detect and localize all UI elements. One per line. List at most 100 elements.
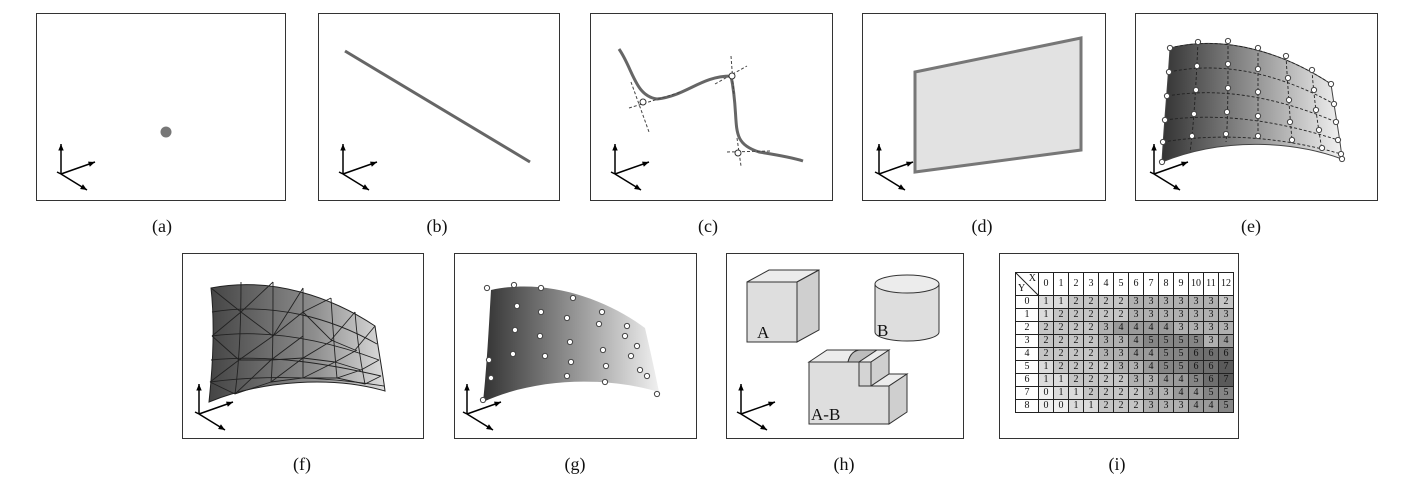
grid-cell: 4 [1143, 347, 1159, 361]
point-dot [160, 126, 172, 138]
mesh-edges [209, 281, 385, 395]
grid-cell: 3 [1143, 295, 1159, 309]
grid-cell: 3 [1158, 386, 1174, 400]
panel-nurbs-surface [1135, 13, 1378, 201]
grid-cell: 5 [1173, 334, 1189, 348]
grid-cell: 2 [1068, 360, 1084, 374]
grid-cell: 7 [1218, 373, 1234, 387]
grid-col-header: 10 [1188, 272, 1204, 296]
grid-cell: 4 [1143, 321, 1159, 335]
grid-cell: 4 [1173, 386, 1189, 400]
difference-solid [807, 349, 909, 425]
grid-cell: 3 [1143, 373, 1159, 387]
grid-cell: 3 [1128, 373, 1144, 387]
grid-row-header: 0 [1015, 295, 1039, 309]
grid-cell: 1 [1038, 373, 1054, 387]
cube-a [746, 269, 820, 343]
grid-cell: 2 [1068, 321, 1084, 335]
grid-cell: 3 [1113, 360, 1129, 374]
grid-cell: 5 [1173, 347, 1189, 361]
grid-cell: 3 [1173, 295, 1189, 309]
grid-cell: 3 [1173, 308, 1189, 322]
axes-icon [874, 144, 914, 191]
grid-col-header: 11 [1203, 272, 1219, 296]
grid-cell: 2 [1038, 334, 1054, 348]
grid-cell: 5 [1158, 347, 1174, 361]
grid-cell: 2 [1113, 373, 1129, 387]
grid-col-header: 12 [1218, 272, 1234, 296]
sample-points [479, 281, 661, 404]
grid-cell: 1 [1053, 386, 1069, 400]
grid-cell: 2 [1068, 308, 1084, 322]
grid-cell: 2 [1053, 347, 1069, 361]
grid-cell: 5 [1158, 360, 1174, 374]
grid-col-header: 4 [1098, 272, 1114, 296]
panel-line [318, 13, 560, 201]
grid-cell: 5 [1188, 373, 1204, 387]
grid-row-header: 2 [1015, 321, 1039, 335]
axes-icon [194, 384, 234, 431]
grid-cell: 2 [1098, 295, 1114, 309]
grid-cell: 2 [1113, 399, 1129, 413]
grid-cell: 3 [1203, 308, 1219, 322]
grid-cell: 3 [1128, 295, 1144, 309]
grid-cell: 6 [1203, 373, 1219, 387]
caption-g: (g) [564, 454, 586, 474]
grid-cell: 2 [1113, 308, 1129, 322]
grid-cell: 2 [1098, 308, 1114, 322]
grid-cell: 5 [1158, 334, 1174, 348]
grid-cell: 3 [1143, 386, 1159, 400]
grid-cell: 2 [1053, 321, 1069, 335]
grid-cell: 3 [1128, 360, 1144, 374]
grid-cell: 4 [1128, 347, 1144, 361]
grid-cell: 2 [1083, 308, 1099, 322]
grid-col-header: 1 [1053, 272, 1069, 296]
grid-cell: 4 [1158, 373, 1174, 387]
grid-cell: 2 [1098, 386, 1114, 400]
grid-cell: 3 [1173, 399, 1189, 413]
caption-c: (c) [698, 216, 718, 236]
grid-col-header: 2 [1068, 272, 1084, 296]
grid-cell: 3 [1143, 308, 1159, 322]
grid-cell: 5 [1218, 399, 1234, 413]
caption-h: (h) [833, 454, 855, 474]
grid-cell: 3 [1188, 321, 1204, 335]
grid-cell: 1 [1053, 373, 1069, 387]
grid-cell: 1 [1068, 399, 1084, 413]
label-diff: A-B [811, 405, 840, 424]
grid-cell: 2 [1083, 347, 1099, 361]
grid-cell: 2 [1038, 347, 1054, 361]
caption-i: (i) [1108, 454, 1126, 474]
grid-cell: 2 [1218, 295, 1234, 309]
grid-cell: 4 [1188, 399, 1204, 413]
grid-col-header: 6 [1128, 272, 1144, 296]
grid-cell: 3 [1188, 295, 1204, 309]
grid-cell: 2 [1068, 295, 1084, 309]
grid-col-header: 5 [1113, 272, 1129, 296]
grid-cell: 2 [1053, 360, 1069, 374]
caption-e: (e) [1241, 216, 1261, 236]
grid-cell: 1 [1068, 386, 1084, 400]
grid-cell: 1 [1083, 399, 1099, 413]
panel-curve [590, 13, 833, 201]
grid-cell: 6 [1188, 360, 1204, 374]
grid-cell: 1 [1038, 295, 1054, 309]
grid-cell: 3 [1098, 347, 1114, 361]
grid-cell: 3 [1098, 321, 1114, 335]
axes-icon [56, 144, 96, 191]
label-a: A [757, 323, 770, 342]
grid-col-header: 8 [1158, 272, 1174, 296]
control-point [639, 98, 647, 106]
axes-icon [462, 384, 502, 431]
line-segment [344, 49, 531, 164]
grid-cell: 1 [1053, 295, 1069, 309]
panel-mesh [182, 253, 424, 439]
grid-cell: 3 [1158, 295, 1174, 309]
grid-cell: 4 [1128, 321, 1144, 335]
grid-cell: 3 [1203, 295, 1219, 309]
grid-cell: 2 [1098, 373, 1114, 387]
